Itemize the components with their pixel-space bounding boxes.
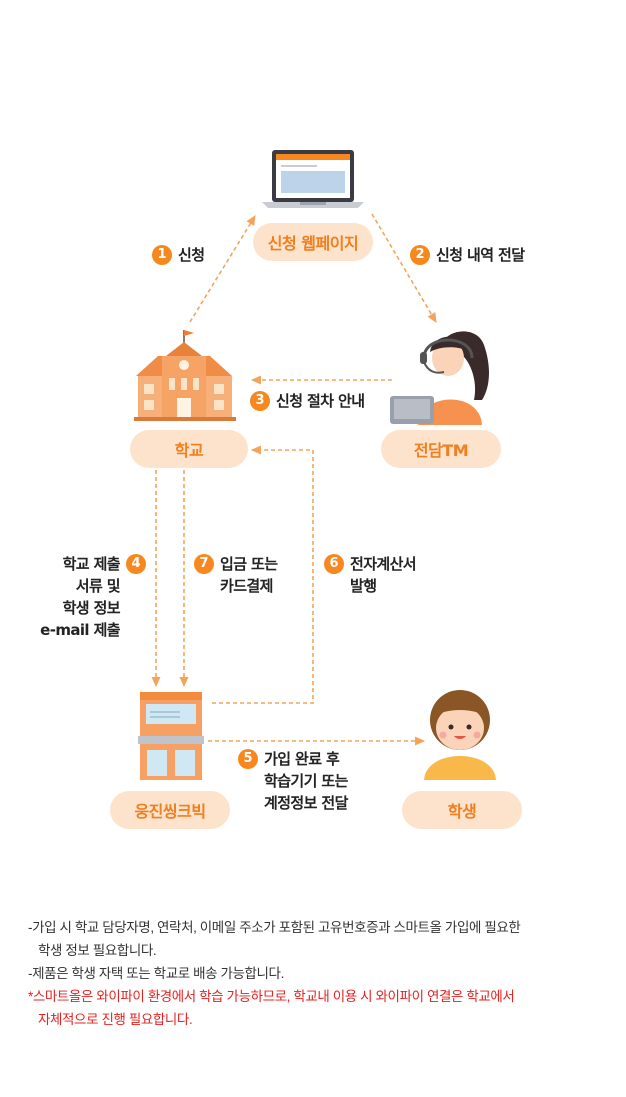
note-3-line-2: 자체적으로 진행 필요합니다. [38, 1012, 193, 1027]
step-3-label: 3 신청 절차 안내 [250, 390, 365, 412]
step-6-label: 6 전자계산서 발행 [324, 553, 417, 597]
step-7-line-2: 카드결제 [220, 577, 273, 595]
arrow-school-to-web [189, 215, 256, 323]
node-school: 학교 [130, 430, 248, 468]
arrow-web-to-tm [371, 213, 437, 323]
step-4-badge: 4 [126, 553, 146, 574]
step-4-label: 학교 제출 4 서류 및 학생 정보 e-mail 제출 [40, 553, 146, 641]
node-company: 웅진씽크빅 [110, 791, 230, 829]
note-1-line-2: 학생 정보 필요합니다. [38, 943, 157, 958]
step-5-line-3: 계정정보 전달 [264, 794, 348, 812]
step-6-line-1: 전자계산서 [350, 555, 417, 573]
arrow-company-to-school [212, 445, 314, 704]
node-tm: 전담TM [381, 430, 501, 468]
note-2: -제품은 학생 자택 또는 학교로 배송 가능합니다. [28, 966, 284, 981]
step-7-label: 7 입금 또는 카드결제 [194, 553, 278, 597]
step-5-label: 5 가입 완료 후 학습기기 또는 계정정보 전달 [238, 748, 348, 814]
node-student: 학생 [402, 791, 522, 829]
step-7-line-1: 입금 또는 [220, 555, 278, 573]
step-3-badge: 3 [250, 390, 270, 411]
step-7-badge: 7 [194, 553, 214, 574]
step-2-text: 신청 내역 전달 [436, 246, 525, 264]
step-2-badge: 2 [410, 244, 430, 265]
step-3-text: 신청 절차 안내 [276, 392, 365, 410]
step-4-line-1: 학교 제출 [62, 555, 121, 573]
step-1-badge: 1 [152, 244, 172, 265]
step-5-line-1: 가입 완료 후 [264, 750, 340, 768]
note-3-line-1: *스마트올은 와이파이 환경에서 학습 가능하므로, 학교내 이용 시 와이파이… [28, 989, 515, 1004]
step-5-badge: 5 [238, 748, 258, 769]
step-6-line-2: 발행 [350, 577, 377, 595]
note-1-line-1: -가입 시 학교 담당자명, 연락처, 이메일 주소가 포함된 고유번호증과 스… [28, 920, 521, 935]
step-1-text: 신청 [178, 246, 205, 264]
step-4-line-3: 학생 정보 [62, 599, 121, 617]
step-6-badge: 6 [324, 553, 344, 574]
notes-section: -가입 시 학교 담당자명, 연락처, 이메일 주소가 포함된 고유번호증과 스… [28, 916, 608, 1031]
step-2-label: 2 신청 내역 전달 [410, 244, 525, 266]
step-4-line-2: 서류 및 [75, 577, 121, 595]
step-4-line-4: e-mail 제출 [40, 621, 120, 639]
node-webpage: 신청 웹페이지 [253, 223, 373, 261]
step-5-line-2: 학습기기 또는 [264, 772, 348, 790]
step-1-label: 1 신청 [152, 244, 205, 266]
